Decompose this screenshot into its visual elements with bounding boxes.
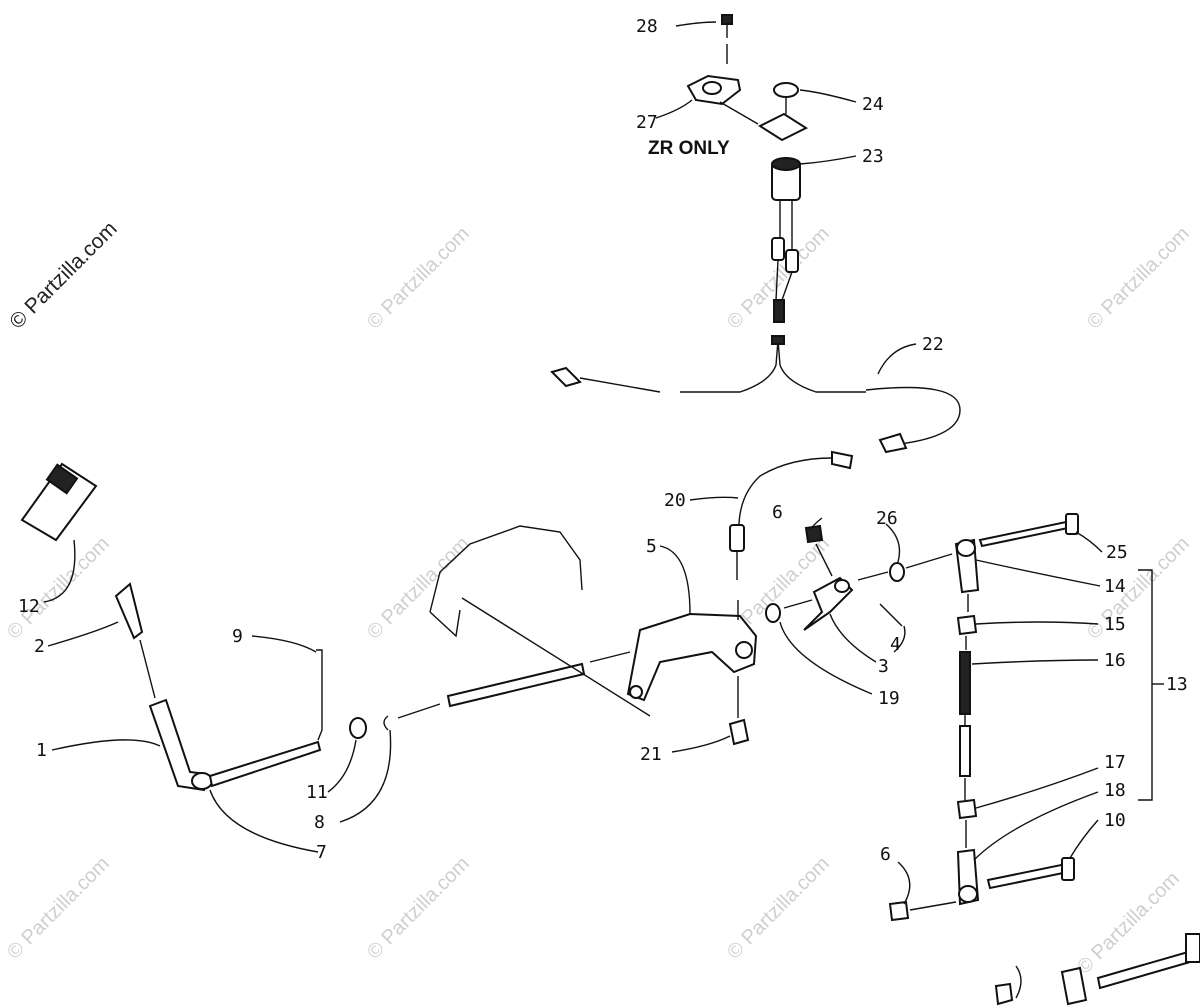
partial-assembly-bottom (994, 933, 1200, 1006)
watermark-layer: © Partzilla.com © Partzilla.com © Partzi… (3, 217, 1194, 978)
nut-15 (956, 614, 978, 636)
callout-23: 23 (862, 146, 884, 167)
callout-16: 16 (1104, 650, 1126, 671)
callout-10: 10 (1104, 810, 1126, 831)
washer-11 (349, 717, 367, 739)
callout-18: 18 (1104, 780, 1126, 801)
nut-17 (956, 798, 978, 820)
watermark: © Partzilla.com (3, 533, 114, 644)
long-shaft (446, 662, 586, 708)
callout-1: 1 (36, 740, 47, 761)
callout-6-bottom: 6 (880, 844, 891, 865)
bracket-5 (626, 612, 758, 702)
callout-9: 9 (232, 626, 243, 647)
callout-15: 15 (1104, 614, 1126, 635)
shaft (208, 740, 322, 788)
watermark: © Partzilla.com (1083, 223, 1194, 334)
ignition-switch-assembly (686, 14, 809, 323)
callout-8: 8 (314, 812, 325, 833)
zr-only-note: ZR ONLY (648, 138, 730, 159)
callout-24: 24 (862, 94, 884, 115)
decal-12 (20, 462, 98, 542)
arm-3-assembly (803, 524, 953, 631)
watermark: © Partzilla.com (723, 853, 834, 964)
callout-6-top: 6 (772, 502, 783, 523)
callout-labels: 28 27 24 23 22 20 5 6 26 25 14 15 16 13 … (18, 16, 1188, 865)
wiring-harness-22 (550, 335, 961, 454)
nut-6-top (804, 524, 824, 544)
rod-16 (959, 651, 971, 715)
spring-9 (316, 649, 323, 741)
watermark: © Partzilla.com (363, 223, 474, 334)
nut-21 (728, 718, 750, 746)
callout-7: 7 (316, 842, 327, 863)
callout-2: 2 (34, 636, 45, 657)
callout-26: 26 (876, 508, 898, 529)
callout-12: 12 (18, 596, 40, 617)
callout-3: 3 (878, 656, 889, 677)
knob-2 (114, 582, 144, 640)
callout-25: 25 (1106, 542, 1128, 563)
callout-20: 20 (664, 490, 686, 511)
callout-22: 22 (922, 334, 944, 355)
watermark: © Partzilla.com (363, 853, 474, 964)
throttle-assembly (114, 582, 631, 792)
watermark: © Partzilla.com (3, 853, 114, 964)
callout-27: 27 (636, 112, 658, 133)
callout-14: 14 (1104, 576, 1126, 597)
callout-17: 17 (1104, 752, 1126, 773)
callout-13: 13 (1166, 674, 1188, 695)
callout-19: 19 (878, 688, 900, 709)
wire-lead-20 (729, 450, 854, 580)
linkage-rod-13 (888, 513, 1079, 922)
nut-24 (773, 82, 799, 98)
plate (757, 112, 809, 142)
callout-28: 28 (636, 16, 658, 37)
callout-11: 11 (306, 782, 328, 803)
watermark-main: © Partzilla.com (5, 217, 121, 333)
bolt-10 (986, 862, 1070, 890)
callout-5: 5 (646, 536, 657, 557)
callout-4: 4 (890, 634, 901, 655)
leader-lines (43, 21, 1164, 905)
bracket-5-assembly (626, 599, 813, 746)
washer-19 (765, 603, 781, 623)
nut-6-bottom (888, 900, 910, 922)
pin-4 (879, 603, 903, 627)
screw-28 (721, 14, 733, 25)
callout-21: 21 (640, 744, 662, 765)
washer-26 (889, 562, 905, 582)
bolt-25 (978, 520, 1070, 548)
guard-cover (429, 525, 651, 717)
